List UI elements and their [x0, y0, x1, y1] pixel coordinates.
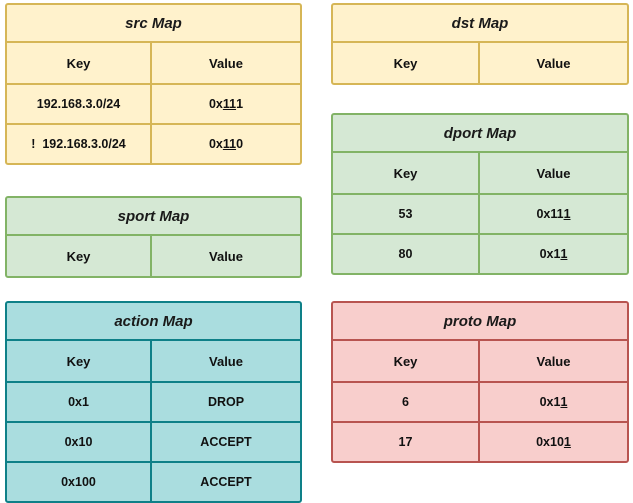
cell-key: 80 — [333, 235, 480, 273]
value-prefix: 0x11 — [536, 207, 564, 221]
cell-key: 6 — [333, 383, 480, 421]
cell-key: 0x10 — [7, 423, 152, 461]
map-table-dst: dst Map Key Value — [331, 3, 629, 85]
table-header-row: Key Value — [333, 43, 627, 83]
column-header-value: Value — [536, 55, 571, 71]
value-underlined: 1 — [563, 207, 571, 221]
table-row: 0x10 ACCEPT — [7, 421, 300, 461]
table-header-row: Key Value — [7, 341, 300, 381]
cell-key: 0x1 — [7, 383, 152, 421]
table-row: 0x1 DROP — [7, 381, 300, 421]
value-underlined: 1 — [563, 435, 571, 449]
value-prefix: 0x — [208, 137, 223, 151]
cell-value: ACCEPT — [152, 423, 300, 461]
cell-key: 0x100 — [7, 463, 152, 501]
table-row: 0x100 ACCEPT — [7, 461, 300, 501]
map-table-sport: sport Map Key Value — [5, 196, 302, 278]
column-header-value: Value — [536, 353, 571, 369]
column-header-key: Key — [7, 236, 152, 276]
map-title-sport: sport Map — [7, 198, 300, 236]
map-table-action: action Map Key Value 0x1 DROP 0x10 ACCEP… — [5, 301, 302, 503]
value-underlined: 11 — [222, 97, 237, 111]
column-header-value: Value — [209, 353, 243, 369]
cell-value: DROP — [152, 383, 300, 421]
table-header-row: Key Value — [333, 153, 627, 193]
cell-key: 192.168.3.0/24 — [7, 85, 152, 123]
map-title-dport: dport Map — [333, 115, 627, 153]
column-header-key: Key — [333, 153, 480, 193]
map-title-dst: dst Map — [333, 5, 627, 43]
value-prefix: ACCEPT — [200, 475, 252, 489]
value-prefix: DROP — [207, 395, 245, 409]
cell-key: 17 — [333, 423, 480, 461]
table-header-row: Key Value — [333, 341, 627, 381]
value-prefix: 0x — [208, 97, 223, 111]
cell-key: ! 192.168.3.0/24 — [7, 125, 152, 163]
value-underlined: 1 — [560, 247, 568, 261]
value-prefix: 0x1 — [539, 395, 561, 409]
column-header-key: Key — [7, 43, 152, 83]
value-underlined: 11 — [222, 137, 237, 151]
value-underlined: 1 — [560, 395, 568, 409]
column-header-key: Key — [333, 43, 480, 83]
value-suffix: 1 — [236, 97, 244, 111]
value-prefix: 0x1 — [539, 247, 561, 261]
table-header-row: Key Value — [7, 43, 300, 83]
column-header-value: Value — [536, 165, 571, 181]
column-header-key: Key — [333, 341, 480, 381]
value-prefix: ACCEPT — [200, 435, 252, 449]
map-title-src: src Map — [7, 5, 300, 43]
column-header-value: Value — [209, 248, 243, 264]
map-title-action: action Map — [7, 303, 300, 341]
map-title-proto: proto Map — [333, 303, 627, 341]
cell-key: 53 — [333, 195, 480, 233]
table-header-row: Key Value — [7, 236, 300, 276]
column-header-key: Key — [7, 341, 152, 381]
cell-value: ACCEPT — [152, 463, 300, 501]
value-suffix: 0 — [236, 137, 244, 151]
column-header-value: Value — [209, 55, 243, 71]
value-prefix: 0x10 — [536, 435, 564, 449]
